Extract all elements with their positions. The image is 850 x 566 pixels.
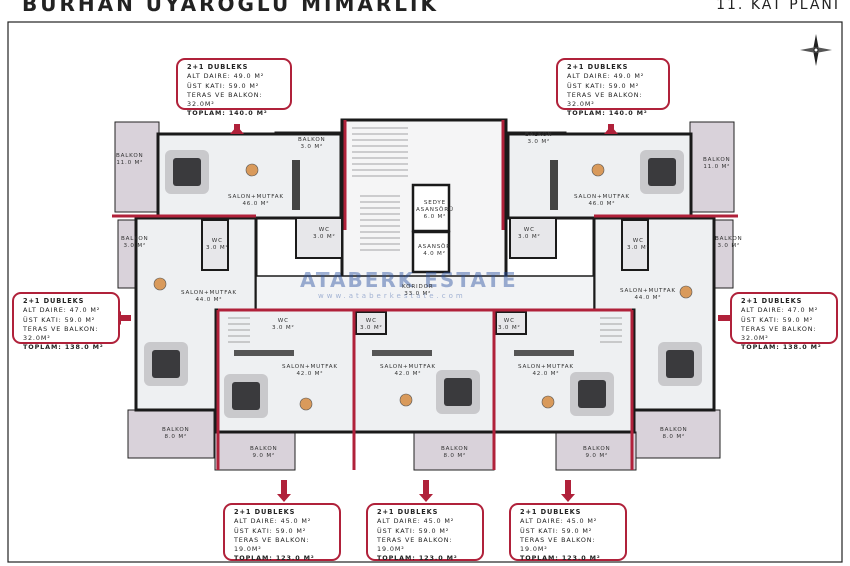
architect-title: BURHAN UYAROGLU MIMARLIK [22, 0, 439, 16]
unit-info-top-right: 2+1 DUBLEKS ALT DAIRE: 49.0 M² ÜST KATI:… [556, 58, 670, 117]
unit-teras: TERAS VE BALKON: 19.0M² [234, 535, 310, 554]
room-label: KORIDOR 33.0 M² [402, 284, 434, 297]
unit-total: TOPLAM: 140.0 M² [187, 109, 268, 118]
unit-teras: TERAS VE BALKON: 32.0M² [567, 90, 643, 109]
room-label: ASANSÖR 4.0 M² [418, 244, 451, 257]
room-label: BALKON 3.0 M² [715, 236, 743, 249]
room-label: BALKON 11.0 M² [116, 153, 144, 166]
unit-title: 2+1 DUBLEKS [377, 508, 439, 516]
unit-ust: ÜST KATI: 59.0 M² [377, 526, 450, 535]
unit-teras: TERAS VE BALKON: 19.0M² [377, 535, 453, 554]
room-label: SALON+MUTFAK 46.0 M² [574, 194, 630, 207]
unit-title: 2+1 DUBLEKS [234, 508, 296, 516]
unit-alt: ALT DAIRE: 47.0 M² [23, 306, 101, 315]
unit-info-left: 2+1 DUBLEKS ALT DAIRE: 47.0 M² ÜST KATI:… [12, 292, 120, 351]
unit-total: TOPLAM: 138.0 M² [741, 343, 822, 352]
compass-icon [800, 34, 832, 66]
room-label: SALON+MUTFAK 46.0 M² [228, 194, 284, 207]
room-label: BALKON 8.0 M² [660, 427, 688, 440]
unit-ust: ÜST KATI: 59.0 M² [234, 526, 307, 535]
unit-ust: ÜST KATI: 59.0 M² [23, 315, 96, 324]
unit-title: 2+1 DUBLEKS [520, 508, 582, 516]
watermark-url: www.ataberkestate.com [318, 292, 466, 300]
unit-ust: ÜST KATI: 59.0 M² [187, 81, 260, 90]
unit-alt: ALT DAIRE: 45.0 M² [234, 517, 312, 526]
watermark-brand: ATABERK ESTATE [300, 268, 518, 292]
unit-info-bottom-center: 2+1 DUBLEKS ALT DAIRE: 45.0 M² ÜST KATI:… [366, 503, 484, 563]
room-label: BALKON 11.0 M² [703, 157, 731, 170]
dining-tables [153, 163, 693, 411]
room-label: SALON+MUTFAK 42.0 M² [282, 364, 338, 377]
unit-total: TOPLAM: 140.0 M² [567, 109, 648, 118]
room-label: WC 3.0 M² [313, 227, 336, 240]
room-label: WC 3.0 M² [627, 238, 650, 251]
room-label: WC 3.0 M² [518, 227, 541, 240]
unit-ust: ÜST KATI: 59.0 M² [520, 526, 593, 535]
unit-total: TOPLAM: 123.0 M² [520, 554, 601, 563]
unit-teras: TERAS VE BALKON: 32.0M² [187, 90, 263, 109]
room-label: SALON+MUTFAK 44.0 M² [181, 290, 237, 303]
unit-ust: ÜST KATI: 59.0 M² [567, 81, 640, 90]
unit-title: 2+1 DUBLEKS [187, 63, 249, 71]
room-label: WC 3.0 M² [206, 238, 229, 251]
unit-title: 2+1 DUBLEKS [23, 297, 85, 305]
room-label: SEDYE ASANSÖRÜ 6.0 M² [416, 200, 454, 220]
plan-frame [7, 21, 843, 563]
unit-info-right: 2+1 DUBLEKS ALT DAIRE: 47.0 M² ÜST KATI:… [730, 292, 838, 351]
room-label: WC 3.0 M² [498, 318, 521, 331]
room-label: BALKON 9.0 M² [583, 446, 611, 459]
unit-alt: ALT DAIRE: 45.0 M² [377, 517, 455, 526]
unit-ust: ÜST KATI: 59.0 M² [741, 315, 814, 324]
furniture [144, 150, 702, 418]
room-label: SALON+MUTFAK 44.0 M² [620, 288, 676, 301]
room-label: BALKON 3.0 M² [525, 132, 553, 145]
unit-teras: TERAS VE BALKON: 19.0M² [520, 535, 596, 554]
unit-total: TOPLAM: 123.0 M² [377, 554, 458, 563]
floor-title: 11. KAT PLANI [716, 0, 840, 13]
unit-teras: TERAS VE BALKON: 32.0M² [741, 324, 817, 343]
unit-teras: TERAS VE BALKON: 32.0M² [23, 324, 99, 343]
unit-alt: ALT DAIRE: 47.0 M² [741, 306, 819, 315]
unit-alt: ALT DAIRE: 49.0 M² [567, 72, 645, 81]
unit-alt: ALT DAIRE: 49.0 M² [187, 72, 265, 81]
unit-alt: ALT DAIRE: 45.0 M² [520, 517, 598, 526]
unit-total: TOPLAM: 138.0 M² [23, 343, 104, 352]
room-label: WC 3.0 M² [272, 318, 295, 331]
room-label: BALKON 8.0 M² [441, 446, 469, 459]
unit-title: 2+1 DUBLEKS [741, 297, 803, 305]
room-label: BALKON 9.0 M² [250, 446, 278, 459]
unit-info-bottom-left: 2+1 DUBLEKS ALT DAIRE: 45.0 M² ÜST KATI:… [223, 503, 341, 563]
unit-title: 2+1 DUBLEKS [567, 63, 629, 71]
room-label: WC 3.0 M² [360, 318, 383, 331]
unit-info-bottom-right: 2+1 DUBLEKS ALT DAIRE: 45.0 M² ÜST KATI:… [509, 503, 627, 563]
room-label: BALKON 3.0 M² [121, 236, 149, 249]
unit-total: TOPLAM: 123.0 M² [234, 554, 315, 563]
room-label: BALKON 8.0 M² [162, 427, 190, 440]
room-label: BALKON 3.0 M² [298, 137, 326, 150]
unit-info-top-left: 2+1 DUBLEKS ALT DAIRE: 49.0 M² ÜST KATI:… [176, 58, 292, 117]
room-label: SALON+MUTFAK 42.0 M² [518, 364, 574, 377]
pointer-arrows [113, 124, 738, 502]
room-label: SALON+MUTFAK 42.0 M² [380, 364, 436, 377]
